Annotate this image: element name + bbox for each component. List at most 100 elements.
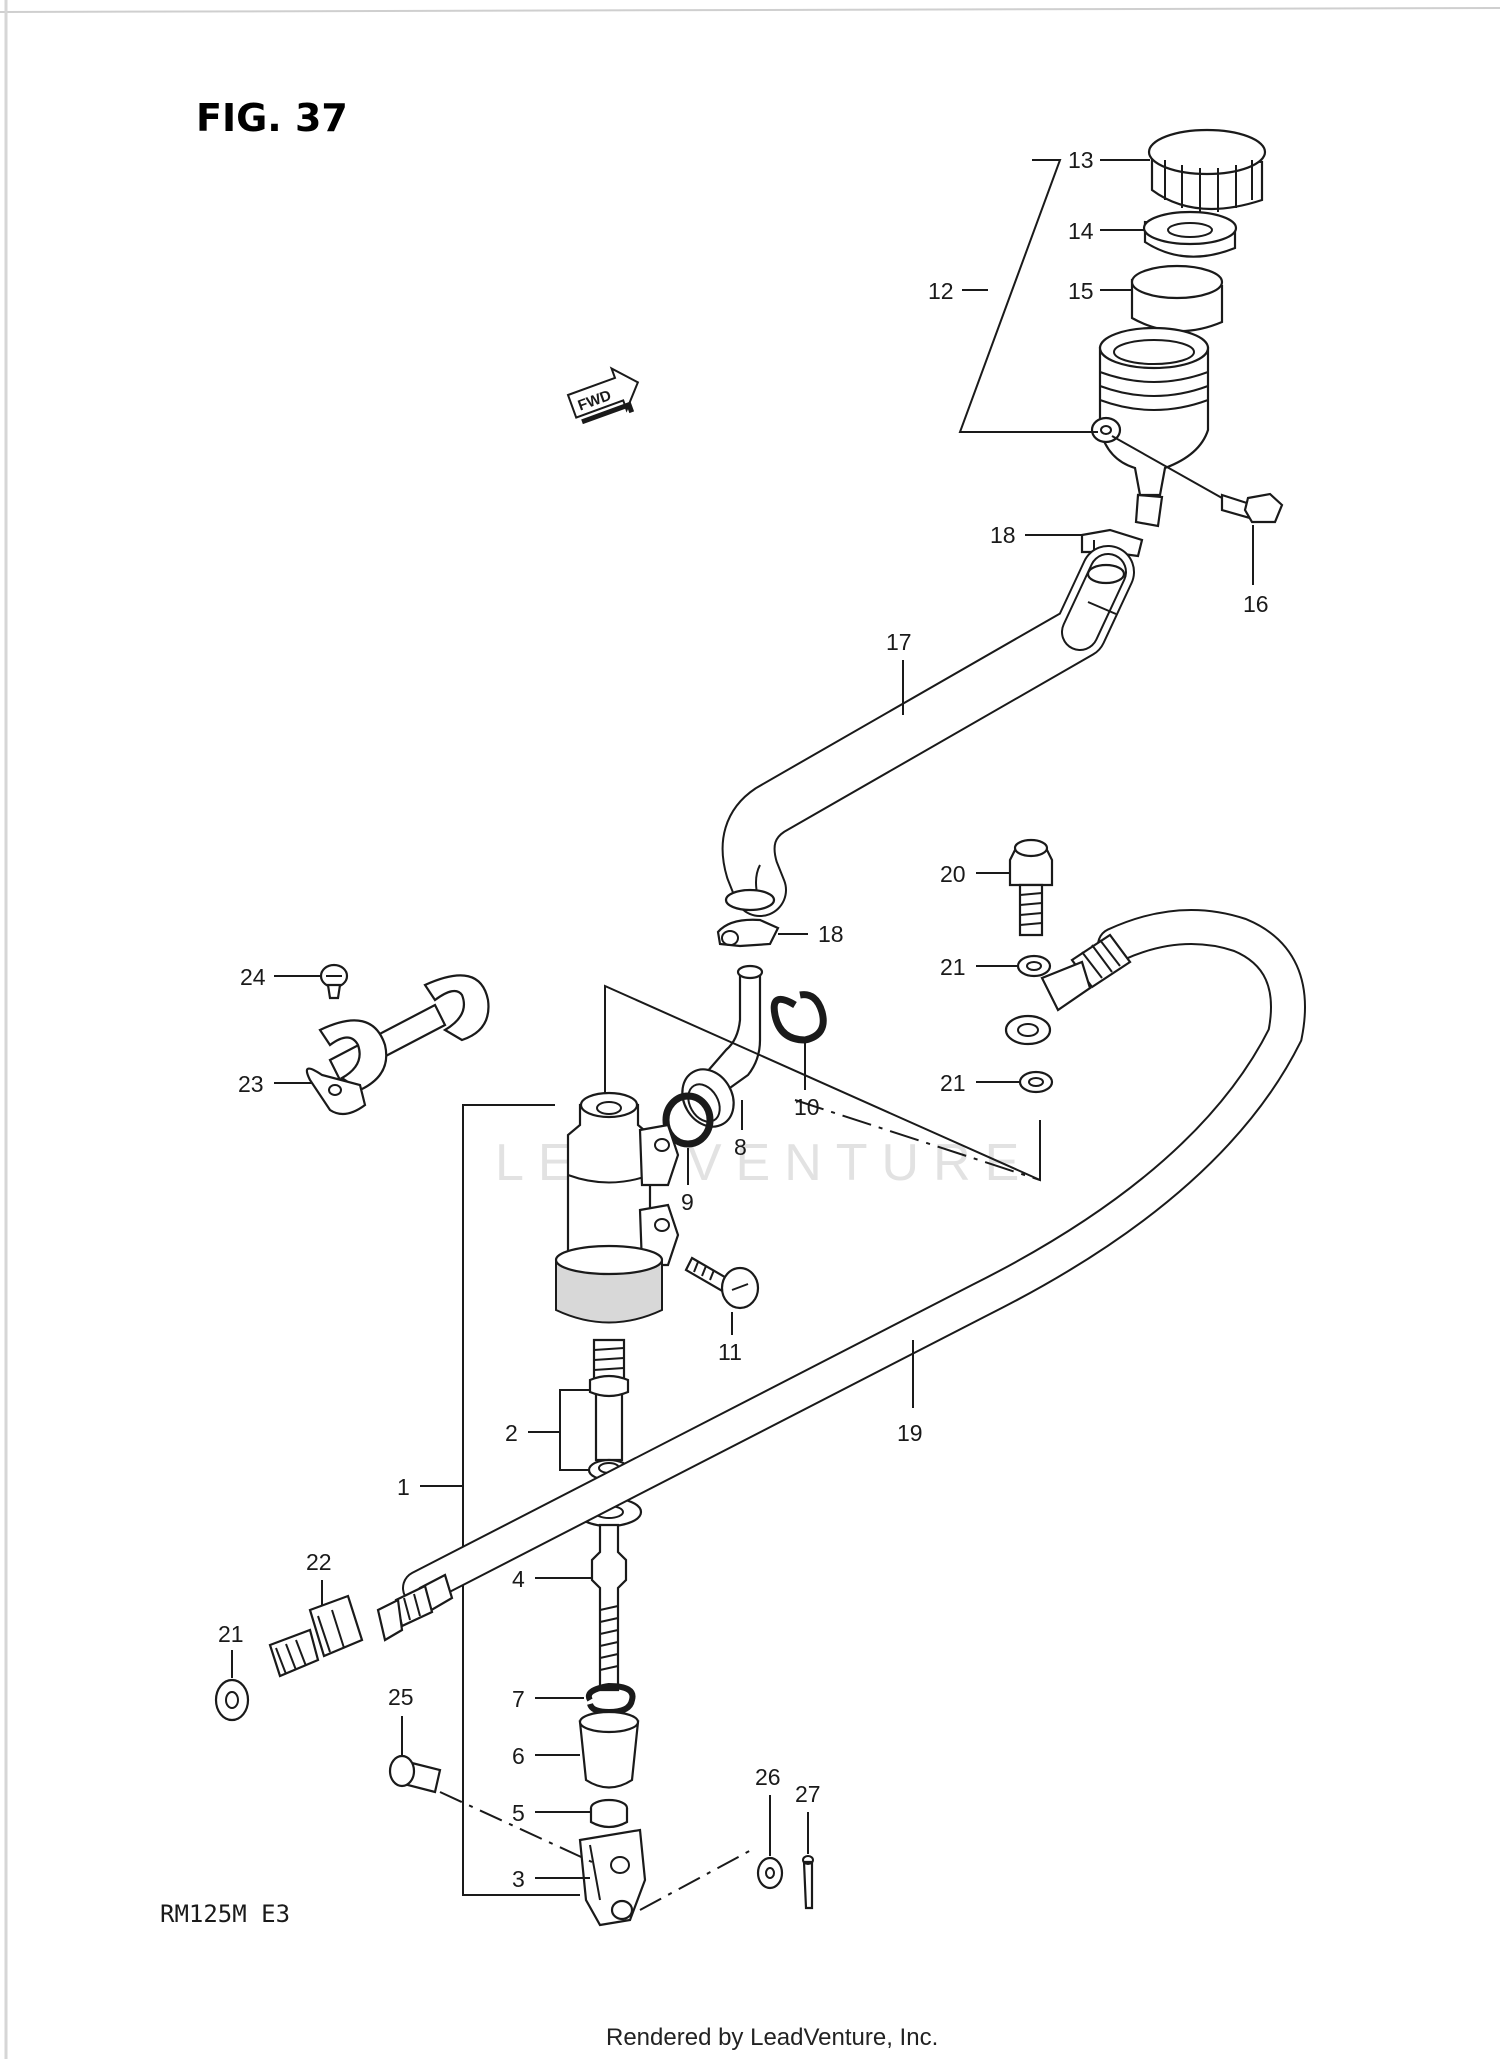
callout-6: 6	[512, 1743, 580, 1769]
callout-12: 12	[928, 278, 988, 304]
callout-label-20: 20	[940, 861, 966, 887]
callout-label-12: 12	[928, 278, 954, 304]
callout-25: 25	[388, 1684, 414, 1755]
hose-connector	[681, 964, 764, 1128]
callout-label-2: 2	[505, 1420, 518, 1446]
union-bolt-top	[1008, 838, 1054, 937]
callout-label-21-left: 21	[218, 1621, 244, 1647]
piston-spring	[588, 1338, 630, 1462]
master-cylinder-body	[554, 1091, 680, 1324]
callout-label-27: 27	[795, 1781, 821, 1807]
sealing-washer-left	[214, 1678, 250, 1722]
sealing-washer-upper	[1016, 954, 1052, 978]
callout-13: 13	[1068, 147, 1150, 173]
dash-leader-25	[439, 1791, 593, 1863]
callout-20: 20	[940, 861, 1010, 887]
reservoir-hose	[721, 545, 1135, 917]
cap-plate	[1142, 210, 1238, 258]
callout-3: 3	[512, 1866, 590, 1892]
callout-label-17: 17	[886, 629, 912, 655]
callout-label-24: 24	[240, 964, 266, 990]
callout-label-19: 19	[897, 1420, 923, 1446]
footer-credit: Rendered by LeadVenture, Inc.	[606, 2024, 938, 2051]
hose-clip-bottom	[716, 918, 780, 948]
callout-23: 23	[238, 1071, 312, 1097]
reservoir-bolt	[1220, 492, 1284, 524]
callout-18-top: 18	[990, 522, 1082, 548]
callout-label-9: 9	[681, 1189, 694, 1215]
callout-label-15: 15	[1068, 278, 1094, 304]
callout-26: 26	[755, 1764, 781, 1856]
bracket-2	[559, 1389, 590, 1471]
scan-border-top	[0, 7, 1500, 13]
callout-label-13: 13	[1068, 147, 1094, 173]
callout-17: 17	[886, 629, 912, 715]
dash-leader-26	[639, 1847, 756, 1911]
lock-nut	[589, 1798, 629, 1829]
callout-label-14: 14	[1068, 218, 1094, 244]
callout-11: 11	[718, 1339, 742, 1365]
callout-9: 9	[681, 1189, 694, 1215]
dust-boot	[578, 1710, 640, 1789]
bracket-12	[958, 159, 1098, 433]
fwd-arrow-icon: FWD	[566, 366, 640, 425]
callout-label-5: 5	[512, 1800, 525, 1826]
callout-label-21-lower: 21	[940, 1070, 966, 1096]
reservoir-cap	[1147, 128, 1267, 212]
callout-label-18-top: 18	[990, 522, 1016, 548]
callout-label-23: 23	[238, 1071, 264, 1097]
bolt-leader	[1111, 435, 1223, 499]
callout-label-25: 25	[388, 1684, 414, 1710]
callout-label-10: 10	[794, 1094, 820, 1120]
callout-label-11: 11	[718, 1339, 742, 1365]
callout-18-bottom: 18	[778, 921, 844, 947]
push-rod	[575, 1496, 643, 1692]
callout-16: 16	[1243, 591, 1269, 617]
callout-2: 2	[505, 1420, 560, 1446]
callout-15: 15	[1068, 278, 1132, 304]
model-code: RM125M E3	[160, 1900, 290, 1928]
callout-1: 1	[397, 1474, 463, 1500]
figure-title: FIG. 37	[196, 96, 348, 140]
sealing-washer-lower	[1018, 1070, 1054, 1094]
callout-21-lower: 21	[940, 1070, 1020, 1096]
hose-guide	[305, 974, 490, 1116]
callout-label-18-bottom: 18	[818, 921, 844, 947]
callout-22: 22	[306, 1549, 332, 1606]
callout-label-16: 16	[1243, 591, 1269, 617]
dash-leader-10	[794, 1099, 1041, 1181]
callout-5: 5	[512, 1800, 591, 1826]
reservoir-tank	[1090, 326, 1210, 528]
circlip	[770, 991, 827, 1044]
clevis	[578, 1828, 647, 1927]
mounting-screw	[684, 1256, 760, 1310]
callout-label-7: 7	[512, 1686, 525, 1712]
bracket-master-cylinder-inlet	[604, 984, 1041, 1182]
cotter-pin	[802, 1855, 814, 1910]
callout-19: 19	[897, 1340, 923, 1446]
callout-7: 7	[512, 1686, 584, 1712]
callout-label-4: 4	[512, 1566, 525, 1592]
callout-14: 14	[1068, 218, 1145, 244]
callout-label-1: 1	[397, 1474, 410, 1500]
callout-label-3: 3	[512, 1866, 525, 1892]
clevis-pin	[388, 1754, 442, 1794]
callout-label-26: 26	[755, 1764, 781, 1790]
union-bolt-bottom	[268, 1594, 364, 1678]
callout-label-8: 8	[734, 1134, 747, 1160]
bracket-1	[462, 1104, 580, 1896]
callout-label-6: 6	[512, 1743, 525, 1769]
callout-27: 27	[795, 1781, 821, 1854]
snap-ring	[585, 1682, 636, 1716]
diaphragm	[1130, 264, 1224, 333]
washer	[756, 1856, 784, 1890]
guide-screw	[319, 963, 349, 1000]
callout-8: 8	[734, 1134, 747, 1160]
callout-21-upper: 21	[940, 954, 1018, 980]
callout-10: 10	[794, 1094, 820, 1120]
callout-24: 24	[240, 964, 320, 990]
brake-hose	[376, 909, 1306, 1642]
callout-21-left: 21	[218, 1621, 244, 1678]
callout-label-21-upper: 21	[940, 954, 966, 980]
